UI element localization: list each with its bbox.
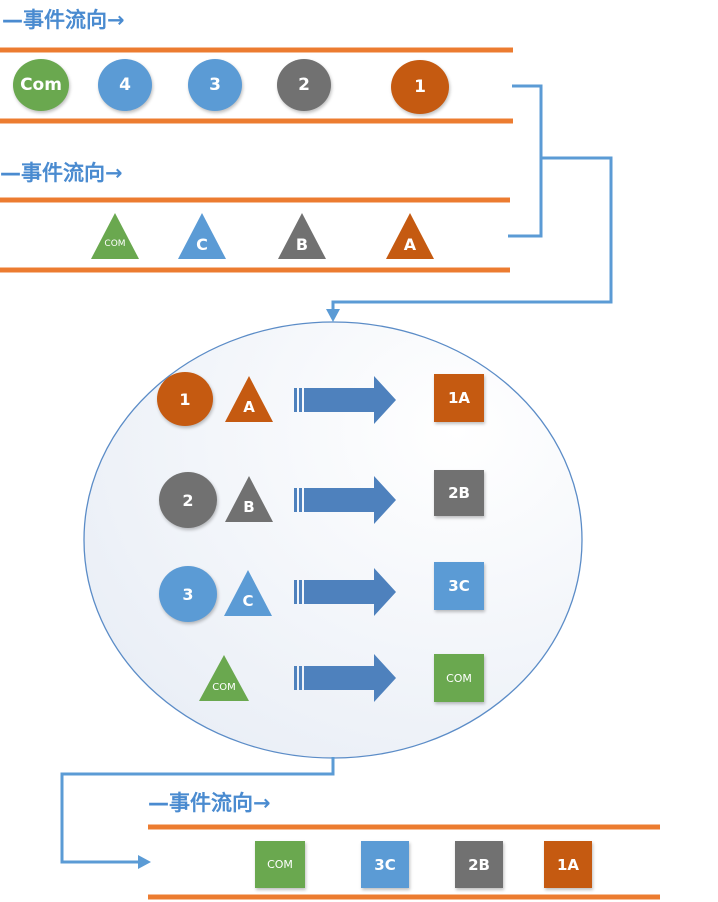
output-event-3c: 3C: [361, 841, 409, 888]
join-bracket: [508, 84, 543, 238]
merge-arrow-row2: [294, 476, 396, 524]
output-arrowhead: [138, 855, 151, 869]
merge-row2-triangle: B: [225, 476, 273, 522]
output-event-com: COM: [255, 841, 305, 888]
merge-row2-triangle-label: B: [243, 498, 255, 516]
merge-to-output-connector: [60, 757, 335, 864]
output-event-com-label: COM: [267, 858, 293, 871]
merge-row3-triangle-label: C: [242, 592, 254, 610]
stream1-event-2: 2: [277, 59, 331, 111]
stream2-event-c-label: C: [196, 235, 208, 254]
merge-arrowhead: [326, 309, 340, 322]
stream1-event-1-label: 1: [414, 77, 426, 97]
merge-row4-result: COM: [434, 654, 484, 702]
merge-row1-result: 1A: [434, 374, 484, 422]
merge-row3-result-label: 3C: [448, 577, 470, 595]
merge-row2-result: 2B: [434, 470, 484, 516]
stream2-event-b: B: [278, 213, 326, 259]
merge-arrow-row3: [294, 568, 396, 616]
stream1-event-3: 3: [188, 59, 242, 111]
merge-row3-triangle: C: [224, 570, 272, 616]
stream2-event-c: C: [178, 213, 226, 259]
stream1-event-2-label: 2: [298, 75, 310, 95]
stream1-event-com-label: Com: [20, 75, 62, 95]
output-event-1a: 1A: [544, 841, 592, 888]
merge-row1-circle-label: 1: [179, 389, 191, 409]
stream2-event-a-label: A: [403, 235, 417, 254]
stream1-event-1: 1: [391, 60, 449, 114]
merge-row2-circle-label: 2: [182, 490, 194, 510]
merge-row4-result-label: COM: [446, 671, 472, 685]
merge-row3-result: 3C: [434, 562, 484, 610]
merge-row2-result-label: 2B: [448, 484, 470, 502]
output-event-2b: 2B: [455, 841, 503, 888]
merge-row1-triangle-label: A: [243, 398, 255, 416]
stream1-event-3-label: 3: [209, 75, 221, 95]
flow-label-bottom-text: 事件流向: [169, 791, 253, 815]
merge-arrow-row1: [294, 376, 396, 424]
merge-row3-circle: 3: [159, 566, 217, 622]
merge-row4-triangle: COM: [199, 655, 249, 701]
stream2-event-a: A: [386, 213, 434, 259]
stream1-event-4: 4: [98, 59, 152, 111]
stream2-event-b-label: B: [295, 235, 309, 254]
flow-label-top: —事件流向→: [2, 8, 125, 32]
flow-label-middle: —事件流向→: [0, 161, 123, 185]
output-event-2b-label: 2B: [468, 855, 490, 874]
merge-row3-circle-label: 3: [182, 584, 194, 604]
merge-row1-result-label: 1A: [447, 389, 471, 407]
flow-label-middle-text: 事件流向: [21, 161, 105, 185]
stream2-event-com: COM: [91, 213, 139, 259]
output-event-1a-label: 1A: [556, 855, 580, 874]
stream2-event-com-label: COM: [104, 239, 126, 249]
flow-label-top-text: 事件流向: [23, 8, 107, 32]
merge-row2-circle: 2: [159, 472, 217, 528]
merge-row4-triangle-label: COM: [212, 682, 236, 693]
join-to-merge-connector: [331, 156, 613, 313]
stream1-event-com: Com: [13, 59, 69, 111]
stream1-event-4-label: 4: [119, 75, 131, 95]
merge-row1-triangle: A: [225, 376, 273, 422]
output-event-3c-label: 3C: [374, 855, 396, 874]
flow-label-bottom: —事件流向→: [148, 791, 271, 815]
merge-row1-circle: 1: [157, 372, 213, 426]
merge-arrow-row4: [294, 654, 396, 702]
